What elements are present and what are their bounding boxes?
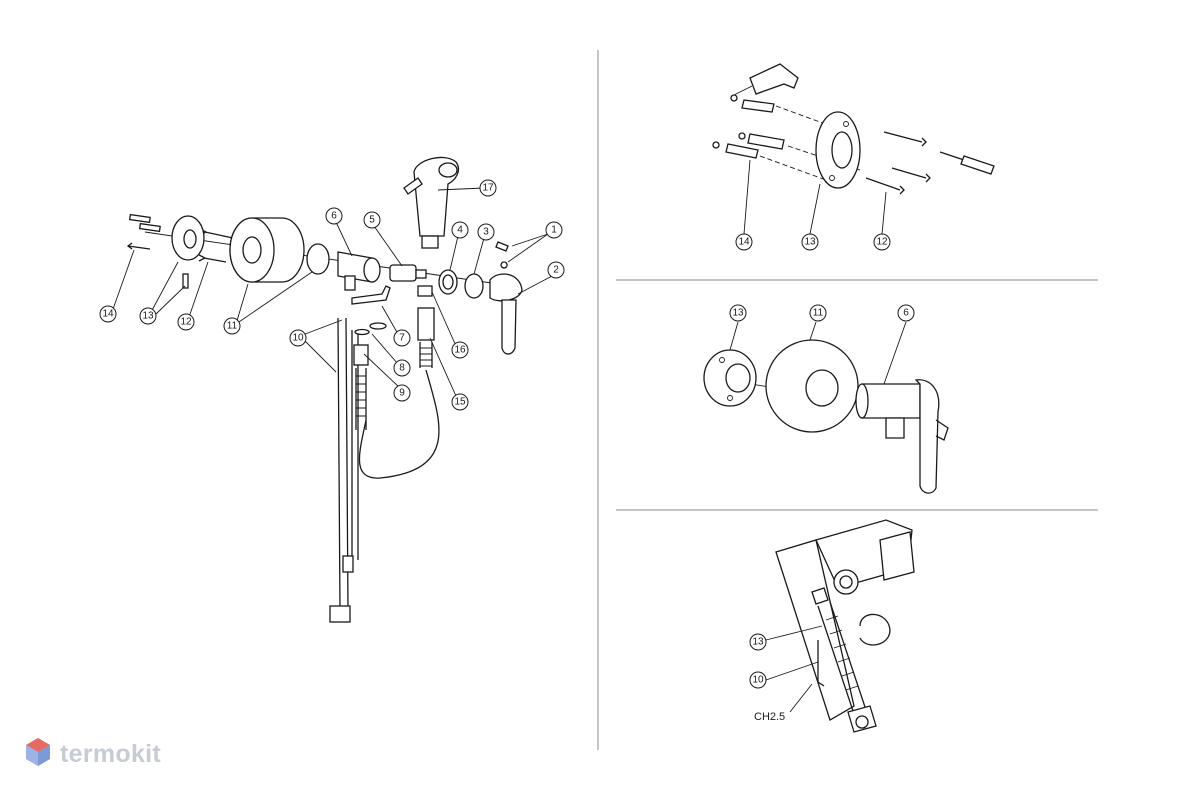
callout-2: 2 <box>547 261 565 279</box>
svg-text:1: 1 <box>551 225 557 236</box>
detail-hose-callout-13: 13 <box>749 633 767 651</box>
callout-16: 16 <box>451 341 469 359</box>
detail-mounting: 14 13 12 <box>712 63 995 251</box>
detail-mounting-callout-14: 14 <box>735 233 753 251</box>
hose-connector <box>417 307 435 341</box>
cartridge <box>389 264 427 282</box>
hand-shower <box>403 156 460 249</box>
assembly-rosette <box>765 339 859 433</box>
detail-hose-callout-10: 10 <box>749 671 767 689</box>
callout-14: 14 <box>99 305 117 323</box>
callout-4: 4 <box>451 221 469 239</box>
callout-6: 6 <box>325 207 343 225</box>
svg-text:11: 11 <box>227 321 238 332</box>
detail-assembly: 13 11 6 <box>703 304 949 494</box>
leader-lines <box>111 187 553 397</box>
svg-text:13: 13 <box>752 637 764 648</box>
hex-key-size-label: CH2.5 <box>754 711 785 723</box>
svg-text:10: 10 <box>752 675 764 686</box>
svg-text:5: 5 <box>369 215 375 226</box>
callout-17: 17 <box>479 179 497 197</box>
main-exploded-view: 1 2 3 4 5 6 7 8 9 10 11 12 13 14 15 16 1… <box>99 156 565 623</box>
detail-mounting-callout-12: 12 <box>873 233 891 251</box>
detail-hose: 13 10 CH2.5 <box>749 519 915 733</box>
callout-15: 15 <box>451 393 469 411</box>
shower-hose-coil <box>358 342 440 479</box>
callout-10: 10 <box>289 329 307 347</box>
flex-hoses <box>329 317 369 623</box>
callout-7: 7 <box>393 329 411 347</box>
callout-9: 9 <box>393 384 411 402</box>
svg-text:8: 8 <box>399 363 405 374</box>
hose-nut <box>417 285 433 297</box>
svg-text:14: 14 <box>102 309 114 320</box>
detail-assembly-callout-13: 13 <box>729 304 747 322</box>
cover-rosette <box>229 217 305 283</box>
svg-text:6: 6 <box>331 211 337 222</box>
callout-3: 3 <box>477 223 495 241</box>
flange-plate <box>171 215 205 289</box>
callout-13: 13 <box>139 307 157 325</box>
brand-logo: termokit <box>24 736 161 772</box>
detail-assembly-callout-6: 6 <box>897 304 915 322</box>
brand-name: termokit <box>60 739 162 768</box>
svg-text:15: 15 <box>454 397 466 408</box>
svg-text:12: 12 <box>180 317 192 328</box>
svg-text:9: 9 <box>399 388 405 399</box>
callout-5: 5 <box>363 211 381 229</box>
svg-text:12: 12 <box>876 237 888 248</box>
valve-body <box>337 251 391 305</box>
callout-8: 8 <box>393 359 411 377</box>
svg-text:3: 3 <box>483 227 489 238</box>
termokit-logo-icon <box>26 738 50 766</box>
drill-icon <box>731 63 799 97</box>
svg-text:4: 4 <box>457 225 463 236</box>
callout-12: 12 <box>177 313 195 331</box>
svg-text:7: 7 <box>399 333 405 344</box>
svg-text:10: 10 <box>292 333 304 344</box>
svg-text:13: 13 <box>804 237 816 248</box>
callout-1: 1 <box>545 221 563 239</box>
svg-text:14: 14 <box>738 237 750 248</box>
svg-text:11: 11 <box>813 308 824 319</box>
svg-text:13: 13 <box>142 311 154 322</box>
nut <box>438 269 458 295</box>
assembly-valve-body <box>855 379 949 494</box>
detail-mounting-callout-13: 13 <box>801 233 819 251</box>
svg-text:6: 6 <box>903 308 909 319</box>
svg-text:16: 16 <box>454 345 466 356</box>
sleeve <box>464 273 484 299</box>
assembly-flange <box>703 349 757 407</box>
callout-11: 11 <box>223 317 241 335</box>
svg-text:2: 2 <box>553 265 559 276</box>
mounting-flange <box>815 111 861 189</box>
detail-assembly-callout-11: 11 <box>809 304 827 322</box>
svg-text:13: 13 <box>732 308 744 319</box>
svg-text:17: 17 <box>482 183 494 194</box>
screwdriver-icon <box>939 151 995 175</box>
lever-handle <box>489 273 523 355</box>
ring-seal <box>306 243 330 275</box>
